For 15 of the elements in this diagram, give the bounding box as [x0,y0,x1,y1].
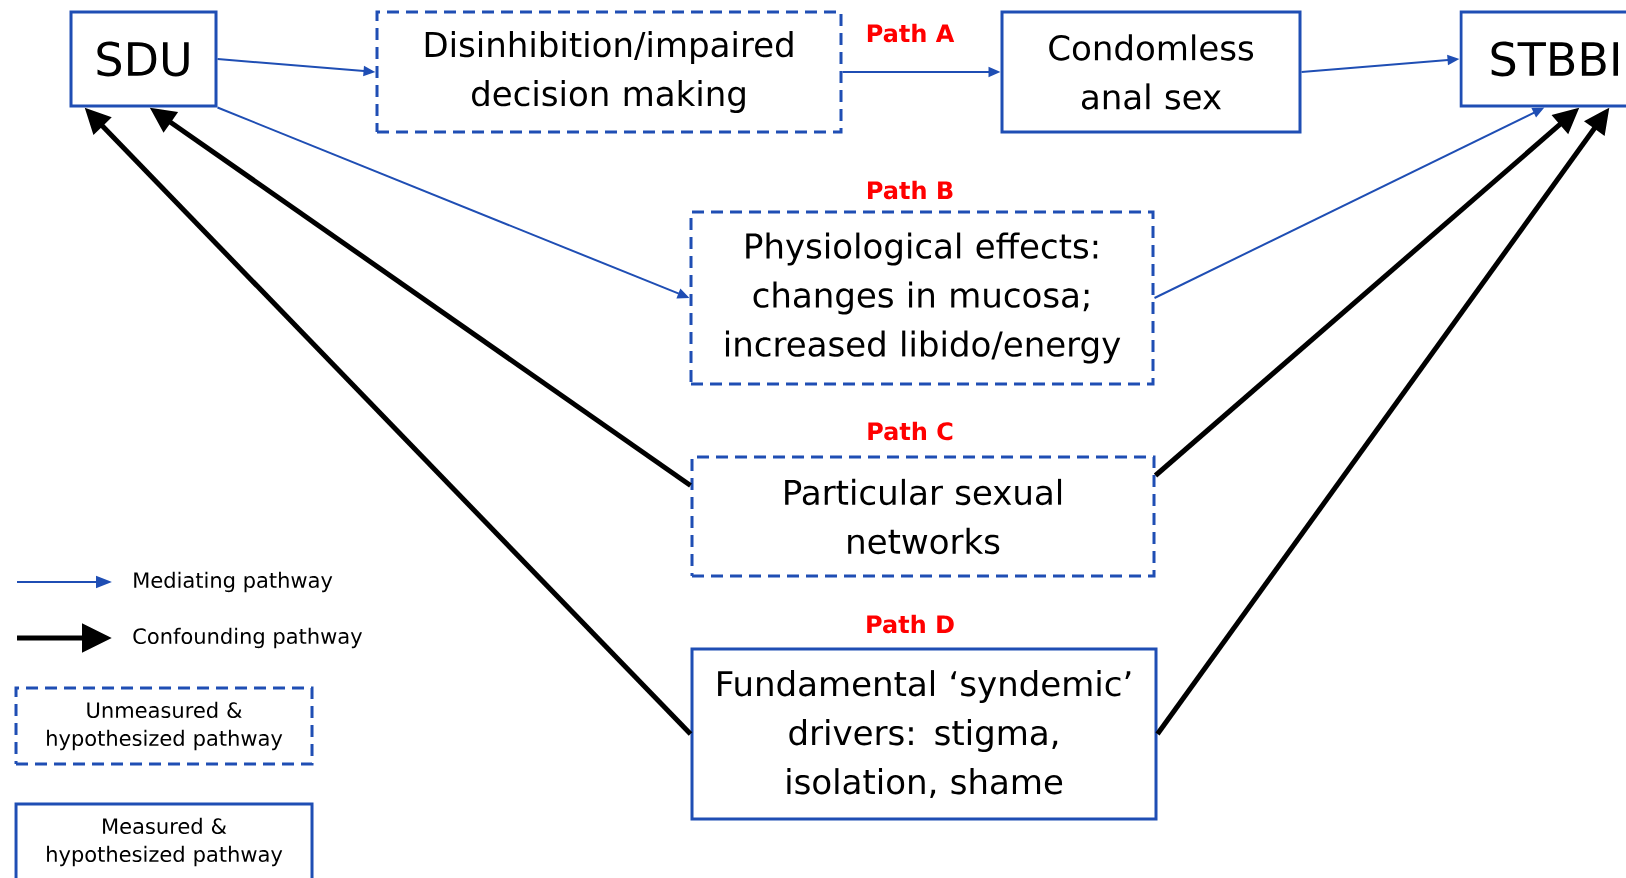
legend-box: Unmeasured & hypothesized pathway [14,686,314,766]
path-label: Path D [867,614,954,634]
path-label: Path B [868,180,953,200]
dashed-box: Particular sexual networks [690,455,1156,578]
dashed-box: Disinhibition/impaired decision making [375,10,843,134]
path-label: Path A [867,23,955,43]
process-box: SDU [69,10,218,108]
process-box: Fundamental ‘syndemic’ drivers: stigma, isolation, shame [690,647,1158,821]
path-label: Path C [868,421,953,441]
process-box: STBBI [1459,10,1626,108]
legend-text: Mediating pathway [134,571,333,593]
process-box: Condomless anal sex [1000,10,1302,134]
legend-box: Measured & hypothesized pathway [14,802,314,878]
dashed-box: Physiological effects: changes in mucosa; increased libido/energy [689,210,1155,386]
legend-text: Confounding pathway [133,627,362,649]
